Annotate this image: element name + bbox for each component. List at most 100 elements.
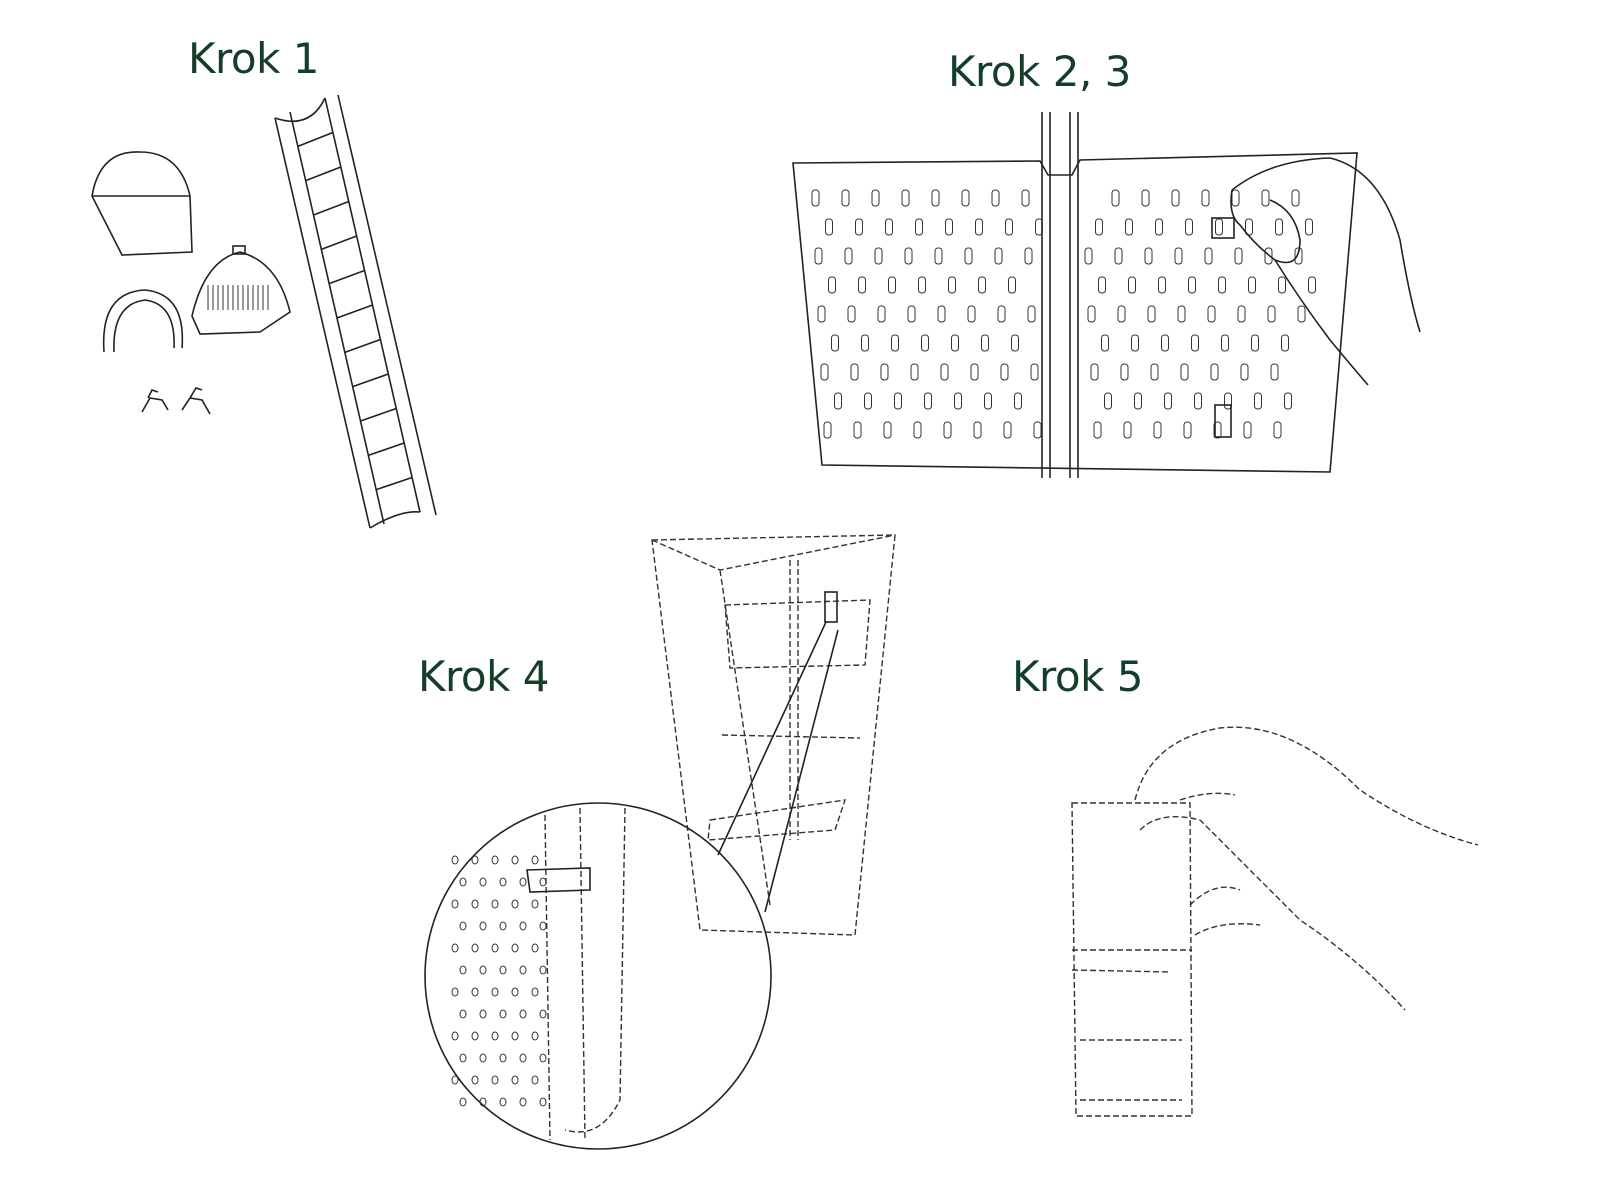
hole [479,965,487,975]
hole [1231,189,1240,207]
basket-part-icon [91,151,193,256]
basket-part-2-icon [191,251,291,335]
hole [491,943,499,953]
hole [1155,218,1163,236]
hole [931,189,940,207]
hole [511,943,519,953]
hole [1204,247,1213,265]
hole [891,334,899,352]
hole [1131,334,1139,352]
hole [907,305,916,323]
hole [531,1075,539,1085]
ladder-rung [297,131,334,148]
panel-frame [1071,802,1193,1117]
hole [459,877,467,887]
hole [975,218,983,236]
hole [1234,247,1243,265]
hole [1011,334,1019,352]
ladder-rung [321,235,357,251]
hole [1171,189,1180,207]
hole [904,247,913,265]
hole [1210,363,1219,381]
hole [1273,421,1282,439]
hole [1120,363,1129,381]
hole [1267,305,1276,323]
hole [471,1075,479,1085]
hole [479,877,487,887]
hole [894,392,902,410]
hook-icon [824,591,838,623]
hole [825,218,833,236]
hole [853,421,862,439]
hole [451,1075,459,1085]
hole [471,1031,479,1041]
hole [451,987,459,997]
hole [479,1097,487,1107]
clip-arc-icon [102,289,184,353]
hole [479,921,487,931]
hole [1021,189,1030,207]
hole [459,1053,467,1063]
vertical-rail [1041,112,1079,478]
hole [1128,276,1136,294]
hole [539,921,547,931]
hole [531,987,539,997]
hole [1185,218,1193,236]
hole [937,305,946,323]
hole [858,276,866,294]
hole [459,921,467,931]
hole [479,1053,487,1063]
hole [847,305,856,323]
hole [1027,305,1036,323]
hole [967,305,976,323]
hole [981,334,989,352]
hole [945,218,953,236]
hole [1240,363,1249,381]
hole [921,334,929,352]
hole [519,1097,527,1107]
pegboard-holes [811,189,1316,439]
hole [997,305,1006,323]
hole [451,1031,459,1041]
hole [924,392,932,410]
hole [855,218,863,236]
cabinet-frame [651,534,896,936]
hole [511,1075,519,1085]
hole [511,1031,519,1041]
hole [841,189,850,207]
hole [1284,392,1292,410]
hole [844,247,853,265]
ladder-rung [336,304,373,319]
hole [1278,276,1286,294]
hole [1014,392,1022,410]
zoom-callout-lines [717,621,839,913]
hole [499,1097,507,1107]
hole [943,421,952,439]
hole [1117,305,1126,323]
hole [1104,392,1112,410]
peg-hook-icon [1211,217,1235,239]
hole [1275,218,1283,236]
step-2-3-label: Krok 2, 3 [948,47,1131,96]
hole [1003,421,1012,439]
hole [940,363,949,381]
hole [864,392,872,410]
hole [1294,247,1303,265]
basket-slats [207,285,269,310]
hole [1087,305,1096,323]
hole [519,1009,527,1019]
hole [479,1009,487,1019]
hole [1095,218,1103,236]
hole [1213,421,1222,439]
hand-icon [1230,157,1421,386]
hole [861,334,869,352]
hole [1134,392,1142,410]
hole [1024,247,1033,265]
hole [1000,363,1009,381]
hole [1264,247,1273,265]
hole [964,247,973,265]
hole [1177,305,1186,323]
hole [1141,189,1150,207]
